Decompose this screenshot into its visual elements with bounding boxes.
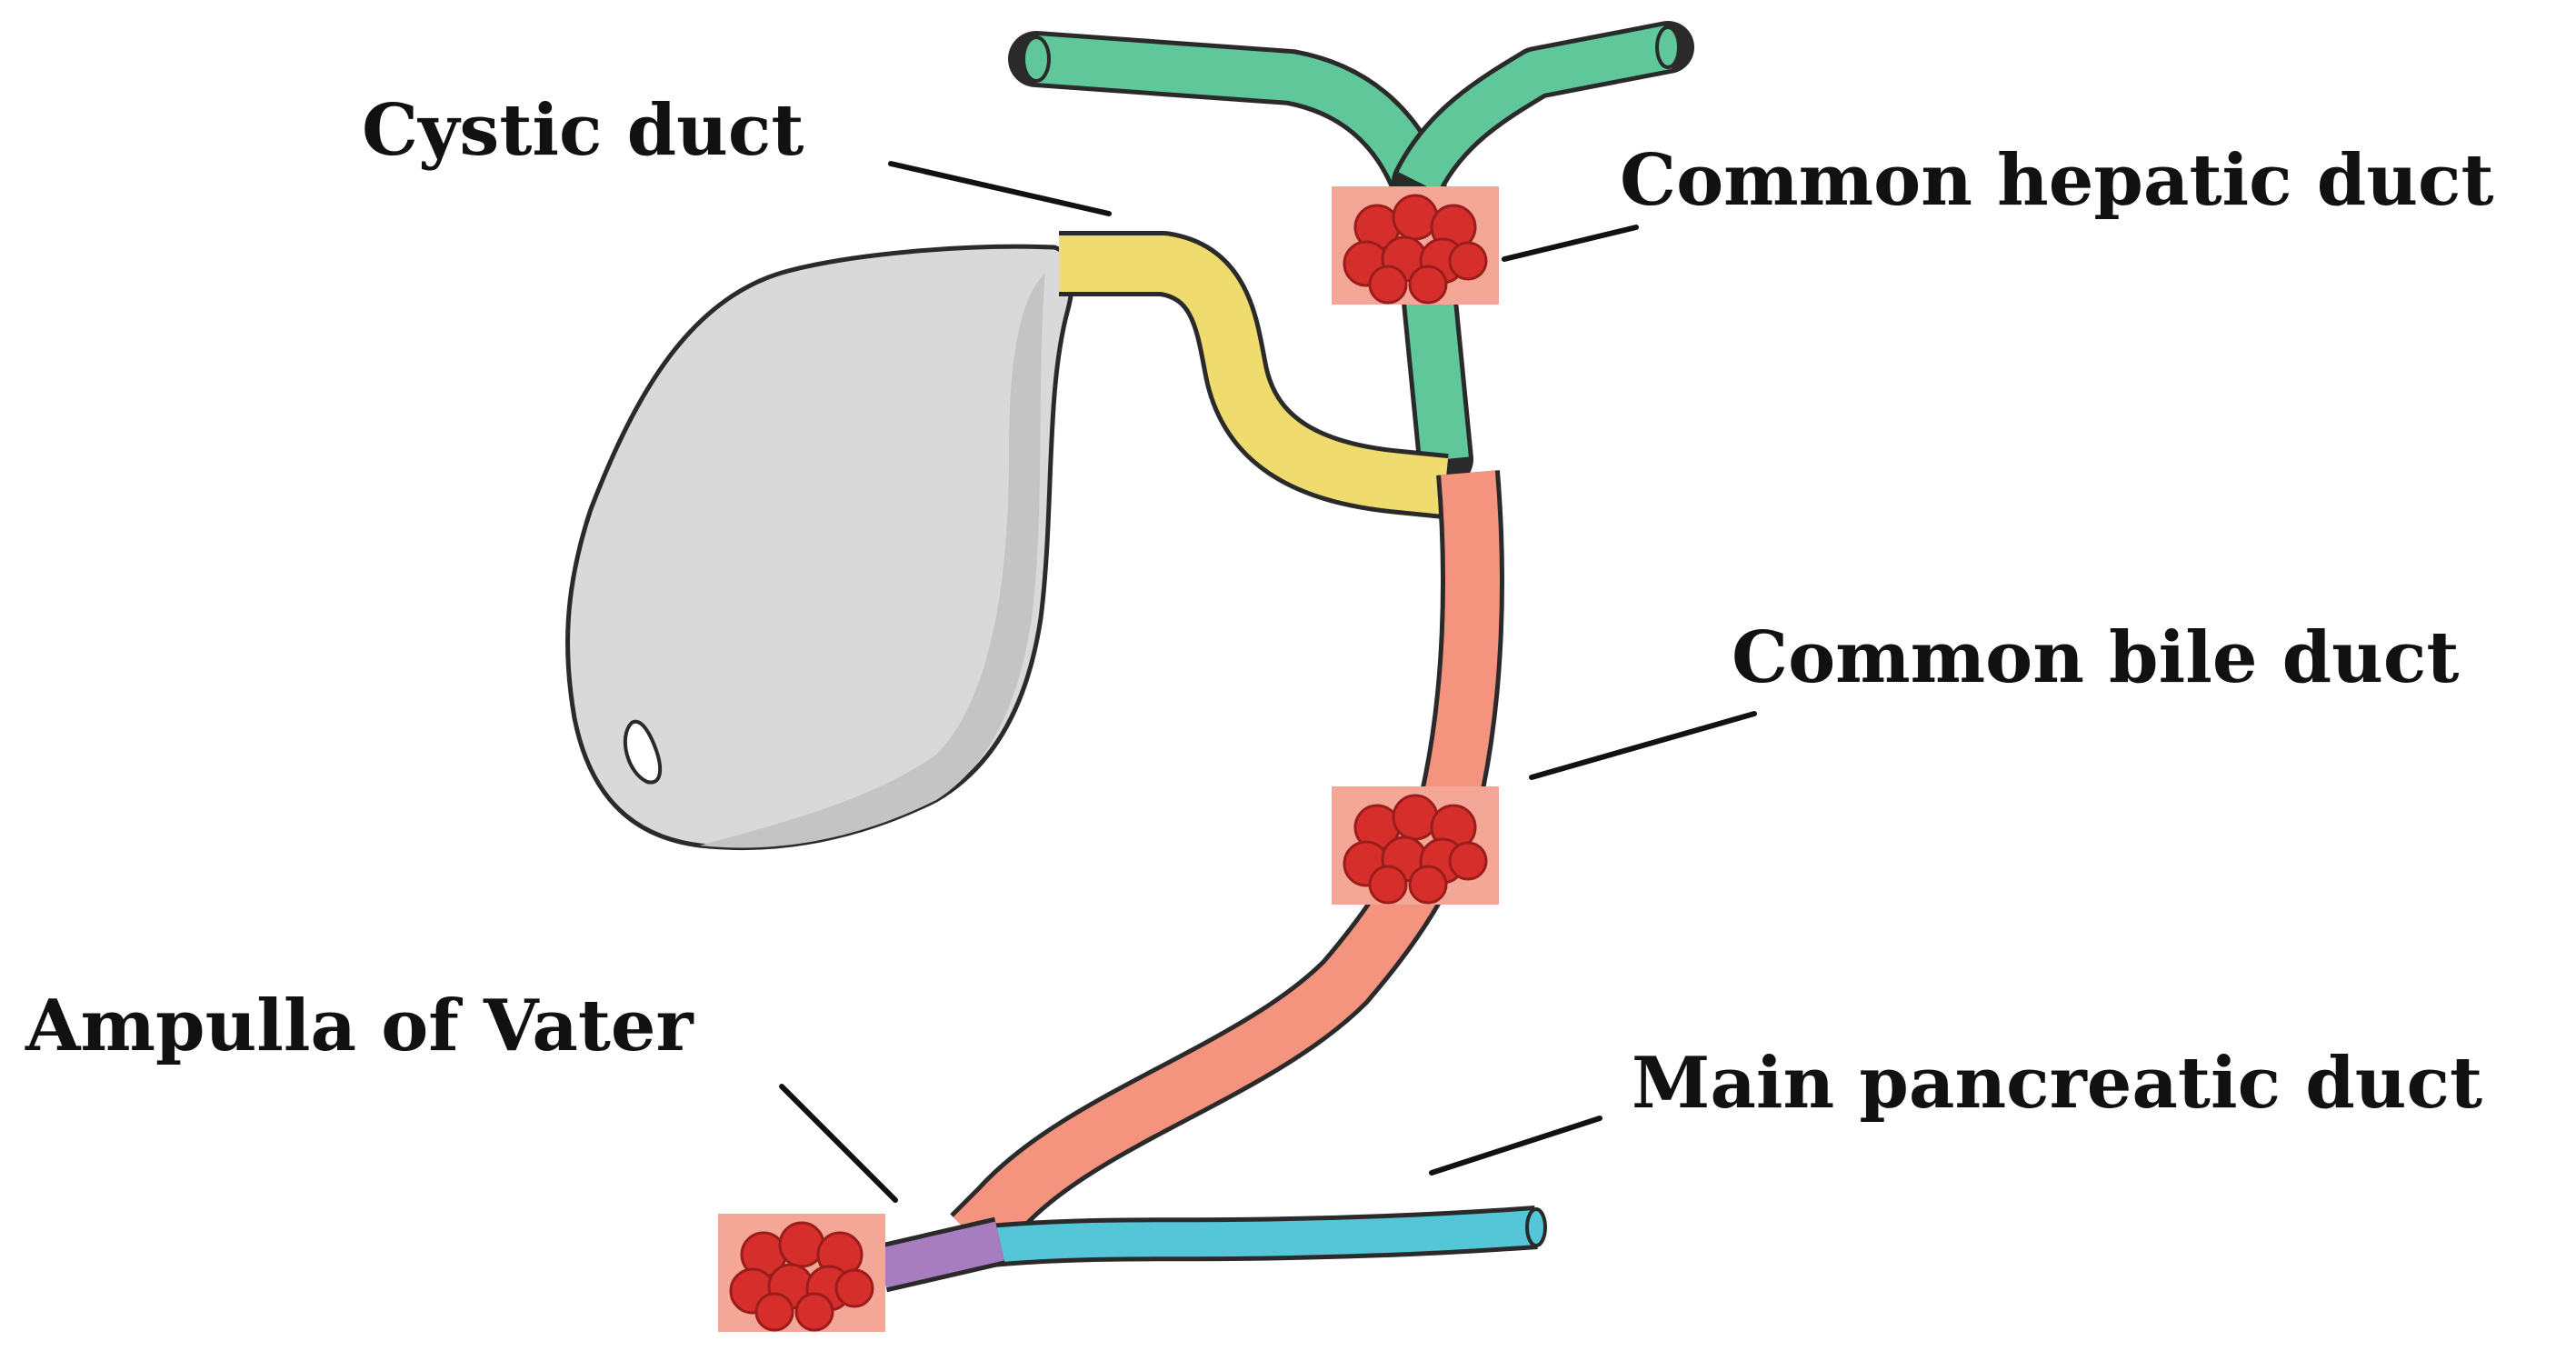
gallbladder-opening-icon bbox=[623, 719, 663, 785]
label-common-bile-duct: Common bile duct bbox=[1732, 616, 2459, 699]
label-ampulla-of-vater: Ampulla of Vater bbox=[25, 985, 694, 1067]
leader-ampulla-of-vater bbox=[779, 1084, 898, 1203]
leader-main-pancreatic-duct bbox=[1429, 1116, 1603, 1176]
hepatic-ducts bbox=[1008, 21, 1694, 487]
main-pancreatic-duct bbox=[988, 1206, 1547, 1267]
label-cystic-duct: Cystic duct bbox=[362, 89, 804, 172]
label-common-hepatic-duct: Common hepatic duct bbox=[1620, 139, 2494, 222]
label-main-pancreatic-duct: Main pancreatic duct bbox=[1632, 1042, 2482, 1125]
ampulla-segment bbox=[875, 1216, 1006, 1293]
cell-cluster-ampulla-of-vater bbox=[718, 1214, 885, 1332]
cell-cluster-common-bile-duct bbox=[1332, 786, 1499, 905]
gallbladder bbox=[565, 244, 1075, 851]
common-bile-duct bbox=[950, 470, 1504, 1259]
leader-common-hepatic-duct bbox=[1502, 225, 1639, 262]
cell-cluster-common-hepatic-duct bbox=[1332, 186, 1499, 305]
leader-cystic-duct bbox=[888, 161, 1112, 216]
leader-common-bile-duct bbox=[1529, 711, 1757, 780]
cystic-duct bbox=[1059, 231, 1449, 519]
